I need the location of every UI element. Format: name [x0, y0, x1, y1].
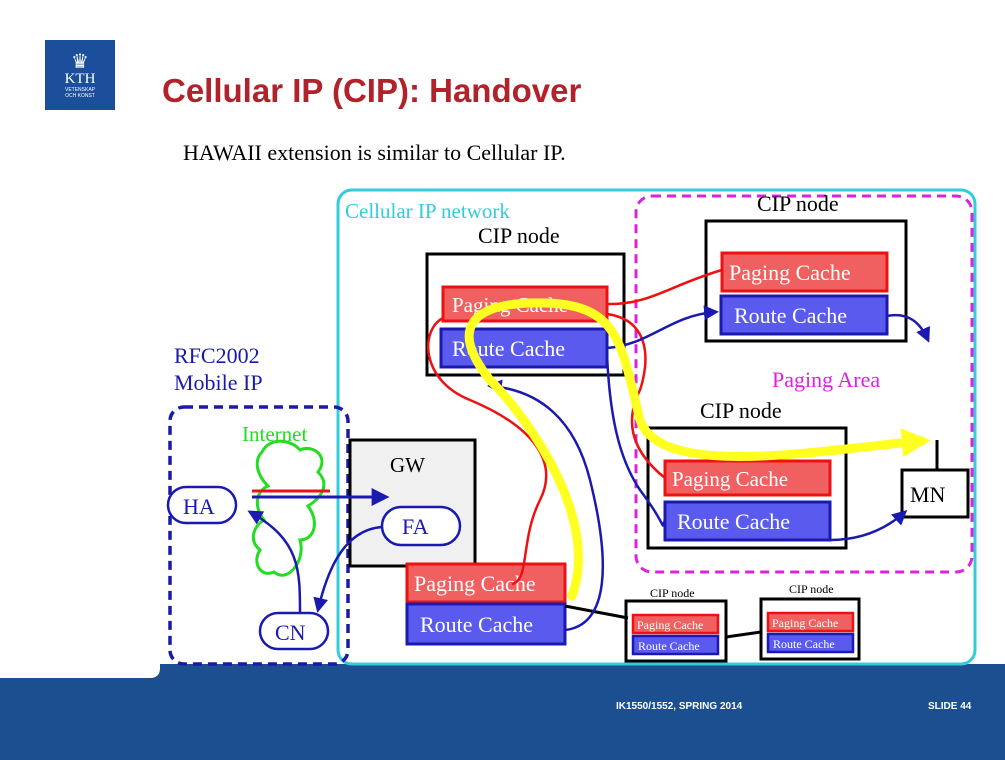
cip-node-top-left-label: CIP node [478, 223, 560, 248]
mobile-ip-label-2: Mobile IP [174, 370, 263, 395]
cip-node-top-right [704, 219, 908, 343]
ha-label: HA [183, 494, 215, 519]
blue-route-link-5 [487, 379, 604, 632]
route-cache-middle-right-label: Route Cache [677, 509, 790, 534]
gateway-label: GW [390, 453, 425, 477]
link-small-a-to-small-b [725, 630, 762, 639]
link-lower-left-to-small-a [564, 604, 629, 620]
internet-label: Internet [242, 422, 307, 446]
footer-band [0, 664, 1005, 760]
paging-area-boundary [634, 194, 974, 574]
paging-cache-top-right-label: Paging Cache [729, 260, 851, 285]
handover-path-arrow [464, 298, 931, 601]
route-cache-top-right-label: Route Cache [734, 303, 847, 328]
paging-cache-top-right [720, 251, 889, 293]
slide-subtitle: HAWAII extension is similar to Cellular … [183, 140, 566, 165]
route-cache-middle-right [663, 500, 832, 542]
kth-logo: ♛ KTH VETENSKAP OCH KONST [45, 40, 115, 110]
blue-route-link-2 [886, 313, 930, 343]
cn-label: CN [275, 620, 306, 645]
cn-to-ha-arrow [247, 510, 302, 614]
route-cache-lower-left [405, 602, 567, 646]
footer-course: IK1550/1552, SPRING 2014 [616, 701, 743, 712]
logo-text: KTH [64, 71, 96, 87]
paging-cache-lower-left-label: Paging Cache [414, 571, 536, 596]
red-paging-link-3 [426, 316, 548, 586]
mobile-ip-label-1: RFC2002 [174, 343, 260, 368]
internet-cloud [251, 439, 326, 577]
cip-node-top-right-label: CIP node [757, 191, 839, 216]
mn-node [900, 468, 970, 519]
paging-cache-middle-right-label: Paging Cache [672, 467, 788, 491]
route-cache-small-a [631, 634, 720, 656]
mn-label: MN [910, 482, 946, 507]
paging-cache-small-b [766, 611, 855, 633]
footer-slide-number: SLIDE 44 [928, 701, 972, 712]
fa-label: FA [402, 514, 429, 539]
paging-cache-small-b-label: Paging Cache [772, 616, 838, 630]
logo-subtext-2: OCH KONST [65, 93, 95, 99]
fa-node [380, 505, 462, 547]
cip-node-middle-right-label: CIP node [700, 398, 782, 423]
cn-node [258, 611, 330, 651]
route-cache-lower-left-label: Route Cache [420, 612, 533, 637]
red-paging-link-1 [606, 268, 723, 306]
logo-subtext-1: VETENSKAP [64, 87, 95, 93]
route-cache-small-b-label: Route Cache [773, 637, 835, 651]
paging-cache-small-a [631, 613, 720, 635]
cellular-ip-network-label: Cellular IP network [345, 199, 510, 223]
cip-node-middle-right [646, 426, 848, 550]
slide-title: Cellular IP (CIP): Handover [162, 72, 582, 109]
cip-node-top-left [425, 252, 626, 377]
route-cache-small-b [766, 632, 855, 654]
cip-node-small-b [759, 597, 861, 661]
paging-cache-small-a-label: Paging Cache [637, 618, 703, 632]
cip-node-small-a-label: CIP node [650, 586, 695, 600]
crown-icon: ♛ [71, 49, 89, 73]
mobile-ip-boundary [168, 405, 350, 666]
paging-cache-lower-left [405, 562, 567, 604]
blue-route-link-4 [829, 509, 908, 542]
cellular-ip-network-boundary [336, 188, 977, 666]
blue-route-link-3 [605, 354, 667, 527]
cip-node-small-a [624, 599, 728, 663]
route-cache-small-a-label: Route Cache [638, 639, 700, 653]
paging-area-label: Paging Area [772, 367, 880, 392]
fa-to-cn-arrow [313, 525, 383, 613]
route-cache-top-right [719, 294, 889, 336]
cip-node-small-b-label: CIP node [789, 582, 834, 596]
ha-node [166, 485, 238, 525]
red-paging-link-2 [606, 312, 666, 479]
